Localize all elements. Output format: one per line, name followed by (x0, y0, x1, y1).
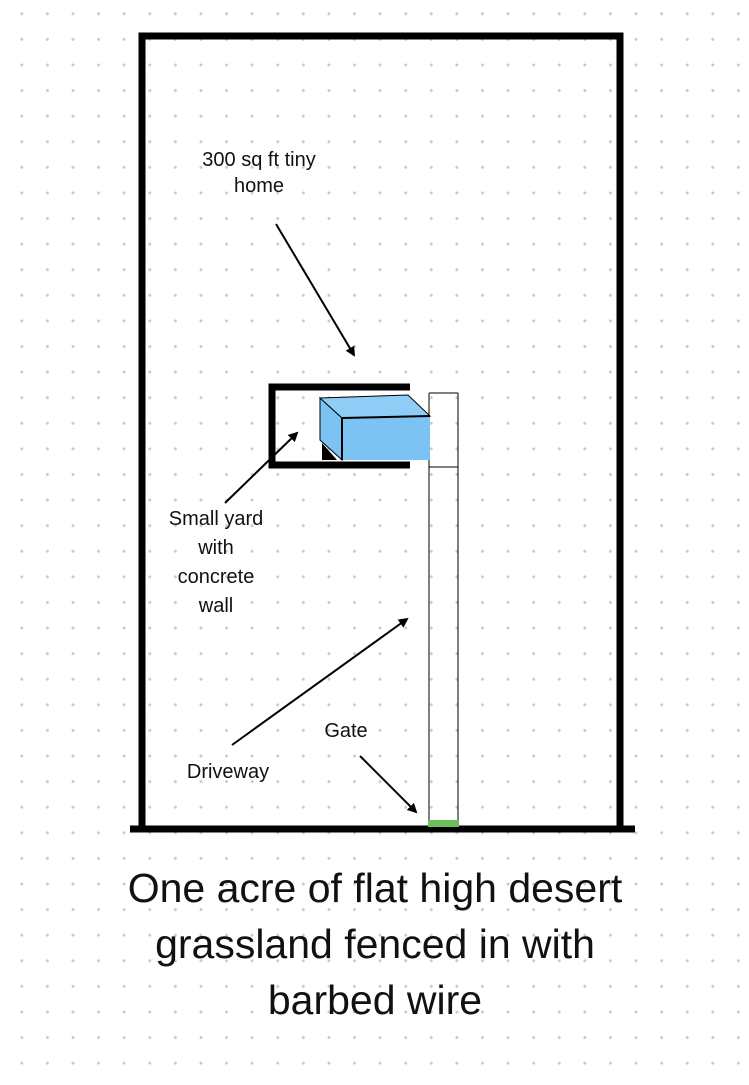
gate-marker (428, 820, 459, 827)
small-yard-label: Small yard with concrete wall (168, 508, 264, 617)
tiny-home-box (318, 394, 432, 462)
arrow-icon (224, 431, 299, 504)
arrow-icon (359, 755, 418, 814)
small-yard-wall (268, 383, 410, 469)
property-fence (130, 32, 635, 833)
driveway-strip (428, 392, 459, 826)
arrow-icon (275, 223, 356, 357)
tiny-home-label: 300 sq ft tiny home (202, 149, 316, 197)
driveway-label: Driveway (186, 761, 270, 783)
arrow-icon (231, 617, 409, 746)
diagram-caption: One acre of flat high desert grassland f… (127, 865, 623, 1023)
gate-label: Gate (324, 720, 368, 742)
